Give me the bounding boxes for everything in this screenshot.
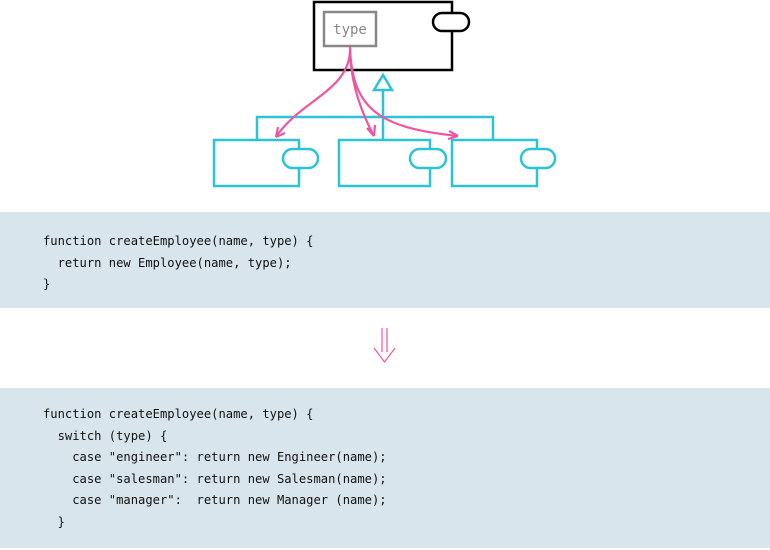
type-field-label: type [333, 22, 367, 38]
code-line: function createEmployee(name, type) { [43, 406, 314, 421]
code-line: case "manager": return new Manager (name… [43, 492, 387, 508]
before-code-block: function createEmployee(name, type) { re… [0, 212, 770, 308]
subclass-box-engineer [212, 138, 320, 188]
superclass-method-oval [431, 11, 471, 33]
inheritance-connector [255, 72, 495, 140]
arrow-to-engineer [275, 46, 352, 138]
before-code: function createEmployee(name, type) { re… [43, 230, 313, 295]
type-dispatch-arrows [274, 46, 459, 141]
arrow-to-manager [348, 46, 459, 138]
subclass-box-manager [450, 138, 557, 188]
after-code-block: function createEmployee(name, type) { sw… [0, 388, 770, 548]
superclass-box: type [312, 0, 471, 72]
double-down-arrow-icon [373, 328, 396, 363]
class-diagram: type [212, 0, 557, 188]
code-line: } [43, 276, 51, 292]
code-line: return new Employee(name, type); [43, 254, 292, 270]
code-line: function createEmployee(name, type) { [43, 233, 314, 248]
code-line: case "engineer": return new Engineer(nam… [43, 449, 387, 465]
inheritance-triangle-icon [371, 72, 395, 92]
code-line: case "salesman": return new Salesman(nam… [43, 470, 387, 486]
code-line: switch (type) { [43, 427, 168, 443]
code-line: } [43, 513, 65, 529]
subclass-box-salesman [337, 138, 448, 188]
type-field-box [322, 10, 378, 48]
after-code: function createEmployee(name, type) { sw… [43, 403, 387, 533]
